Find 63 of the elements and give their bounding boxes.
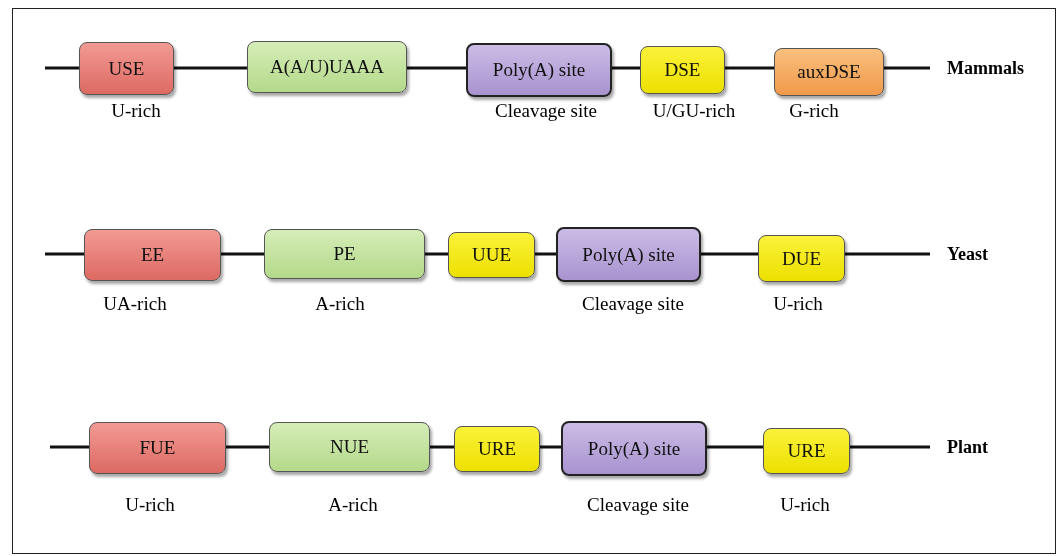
element-label: auxDSE xyxy=(797,61,861,83)
sequence-element-box xyxy=(89,422,226,474)
sequence-element-box xyxy=(763,428,850,474)
sequence-feature-label: A-rich xyxy=(315,293,365,315)
connector-line xyxy=(725,66,774,70)
sequence-element-box xyxy=(79,42,174,95)
sequence-feature-label: U-rich xyxy=(111,100,161,122)
element-label: Poly(A) site xyxy=(587,437,681,460)
connector-line xyxy=(535,252,556,256)
species-label: Mammals xyxy=(947,57,1024,79)
element-label: UUE xyxy=(471,244,512,266)
element-label: DSE xyxy=(664,59,701,81)
sequence-element-box xyxy=(466,43,612,97)
connector-line xyxy=(884,66,930,70)
connector-line xyxy=(50,445,89,449)
element-label: Poly(A) site xyxy=(492,59,586,81)
sequence-feature-label: Cleavage site xyxy=(582,293,684,315)
element-label: A(A/U)UAAA xyxy=(270,56,384,78)
sequence-element-box xyxy=(84,229,221,281)
sequence-element-box xyxy=(774,48,884,96)
sequence-element-box xyxy=(269,422,430,472)
sequence-feature-label: U-rich xyxy=(780,494,830,516)
connector-line xyxy=(701,252,758,256)
sequence-feature-label: U/GU-rich xyxy=(652,100,736,122)
element-label: PE xyxy=(333,243,356,265)
element-label: Poly(A) site xyxy=(582,243,675,266)
sequence-element-box xyxy=(454,426,540,472)
species-label: Plant xyxy=(947,436,988,458)
element-label: NUE xyxy=(329,436,370,458)
sequence-element-box xyxy=(758,235,845,282)
sequence-feature-label: Cleavage site xyxy=(495,100,597,122)
element-label: EE xyxy=(140,244,165,266)
connector-line xyxy=(845,252,930,256)
sequence-element-box xyxy=(247,41,407,93)
connector-line xyxy=(45,66,79,70)
sequence-element-box xyxy=(556,227,701,282)
sequence-feature-label: UA-rich xyxy=(103,293,167,315)
sequence-feature-label: U-rich xyxy=(773,293,823,315)
element-label: FUE xyxy=(139,437,176,459)
connector-line xyxy=(407,66,466,70)
connector-line xyxy=(226,445,269,449)
connector-line xyxy=(612,66,640,70)
connector-line xyxy=(430,445,454,449)
element-label: USE xyxy=(108,57,145,80)
connector-line xyxy=(425,252,448,256)
sequence-feature-label: Cleavage site xyxy=(587,494,689,516)
element-label: URE xyxy=(787,440,826,462)
sequence-element-box xyxy=(264,229,425,279)
sequence-feature-label: U-rich xyxy=(125,494,175,516)
sequence-feature-label: A-rich xyxy=(328,494,378,516)
connector-line xyxy=(174,66,247,70)
element-label: DUE xyxy=(781,247,822,270)
connector-line xyxy=(850,445,930,449)
sequence-element-box xyxy=(640,46,725,94)
species-label: Yeast xyxy=(947,243,988,265)
connector-line xyxy=(540,445,561,449)
sequence-element-box xyxy=(561,421,707,476)
sequence-feature-label: G-rich xyxy=(789,100,839,122)
element-label: URE xyxy=(478,438,516,460)
connector-line xyxy=(707,445,763,449)
sequence-element-box xyxy=(448,232,535,278)
connector-line xyxy=(45,252,84,256)
connector-line xyxy=(221,252,264,256)
